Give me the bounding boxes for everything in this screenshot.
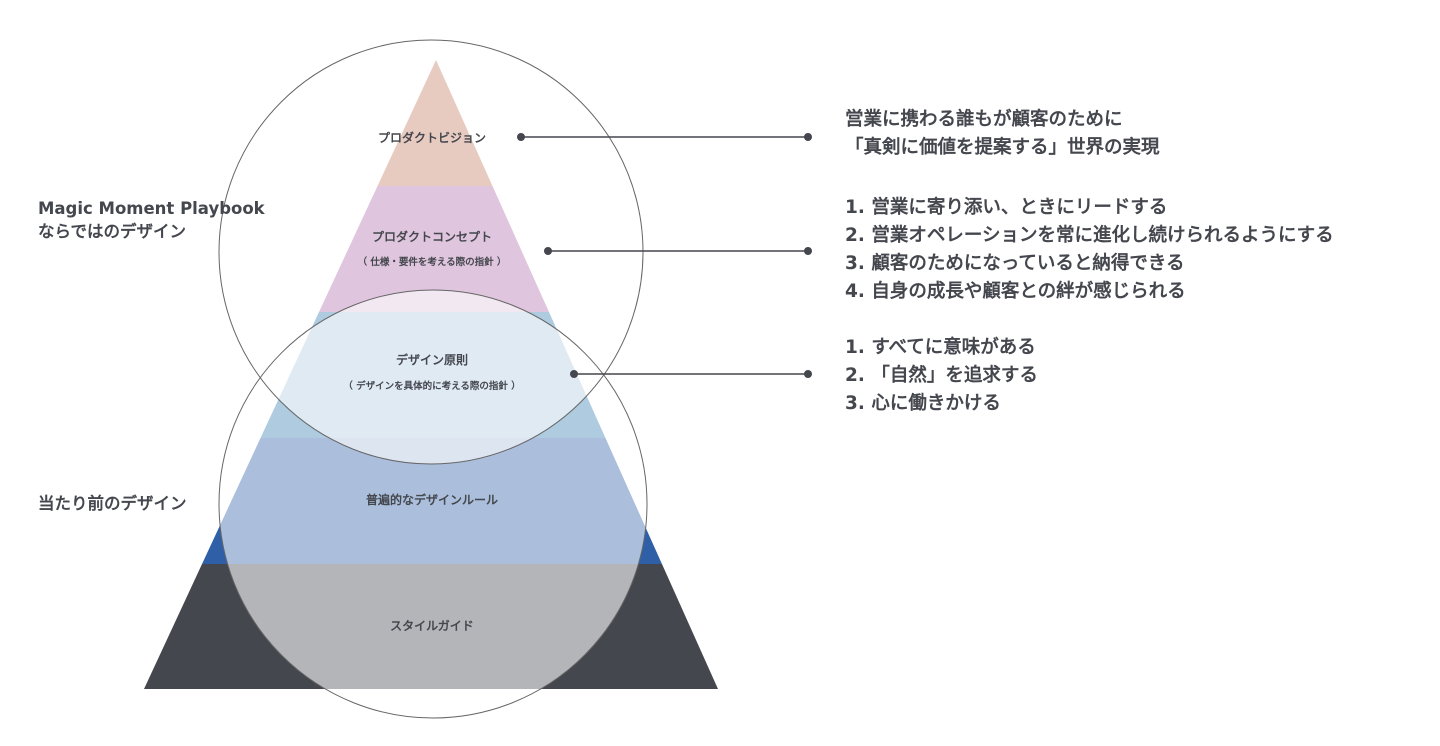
label-line: Magic Moment Playbook	[38, 199, 265, 218]
vision-description: 営業に携わる誰もが顧客のために 「真剣に価値を提案する」世界の実現	[845, 106, 1160, 162]
layer-label: スタイルガイド	[390, 618, 474, 633]
list-item: 3. 心に働きかける	[845, 393, 1001, 414]
list-item: 2. 営業オペレーションを常に進化し続けられるようにする	[845, 225, 1334, 246]
layer-label: プロダクトビジョン	[378, 130, 486, 145]
layer-sublabel: （ 仕様・要件を考える際の指針 ）	[358, 256, 507, 268]
concept-description: 1. 営業に寄り添い、ときにリードする 2. 営業オペレーションを常に進化し続け…	[845, 194, 1334, 306]
text-line: 営業に携わる誰もが顧客のために	[845, 109, 1123, 130]
layer-vision	[144, 60, 718, 186]
list-item: 2. 「自然」を追求する	[845, 365, 1038, 386]
upper-circle	[218, 39, 644, 465]
list-item: 1. 営業に寄り添い、ときにリードする	[845, 197, 1168, 218]
connector-concept	[544, 247, 812, 255]
layer-label: プロダクトコンセプト	[372, 229, 492, 244]
layer-label: デザイン原則	[396, 352, 468, 367]
basic-design-label: 当たり前のデザイン	[38, 494, 187, 513]
connector-principles	[570, 370, 812, 378]
layer-sublabel: （ デザインを具体的に考える際の指針 ）	[343, 380, 520, 392]
connector-vision	[517, 133, 812, 141]
playbook-design-label: Magic Moment Playbook ならではのデザイン	[38, 197, 265, 243]
principles-description: 1. すべてに意味がある 2. 「自然」を追求する 3. 心に働きかける	[845, 334, 1038, 418]
text-line: 「真剣に価値を提案する」世界の実現	[845, 137, 1160, 158]
list-item: 1. すべてに意味がある	[845, 337, 1036, 358]
label-line: ならではのデザイン	[38, 222, 187, 241]
lower-circle	[218, 289, 648, 719]
list-item: 3. 顧客のためになっていると納得できる	[845, 253, 1185, 274]
list-item: 4. 自身の成長や顧客との絆が感じられる	[845, 281, 1186, 302]
layer-label: 普遍的なデザインルール	[366, 492, 498, 507]
